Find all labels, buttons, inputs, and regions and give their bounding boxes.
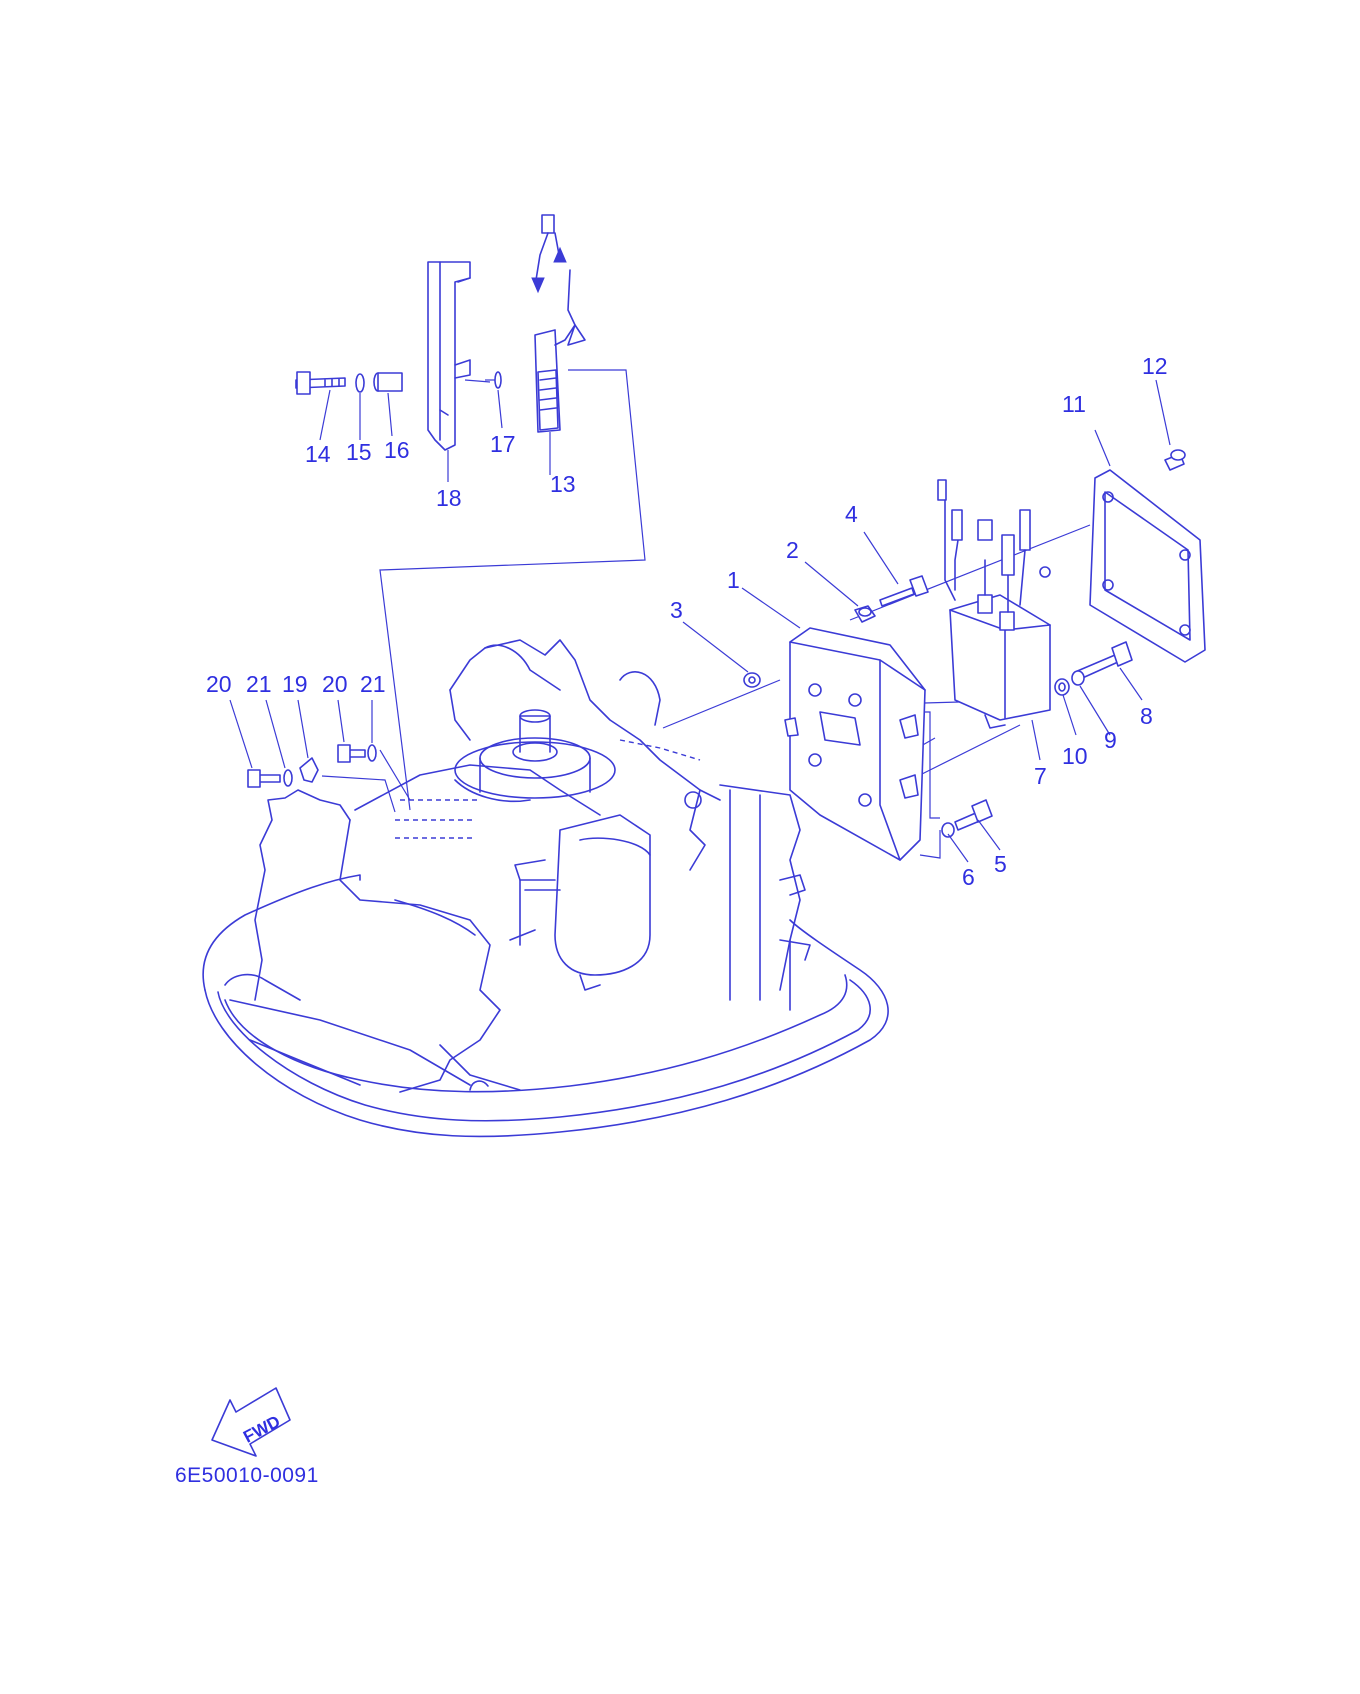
part-washer-21b	[367, 744, 377, 762]
part-clip-19	[299, 757, 319, 783]
part-collar-16	[373, 372, 403, 392]
part-module-7	[937, 479, 1051, 729]
label-part-19: 19	[282, 671, 308, 697]
part-washer-10	[1054, 678, 1070, 696]
label-part-3: 3	[670, 597, 683, 623]
label-part-4: 4	[845, 501, 858, 527]
drawing-code: 6E50010-0091	[175, 1464, 319, 1487]
callout-leaders	[229, 379, 1171, 863]
part-cover-11	[1089, 469, 1206, 663]
forward-label: FWD	[240, 1412, 283, 1447]
label-part-15: 15	[346, 439, 372, 465]
part-screw-12	[1164, 449, 1186, 471]
label-part-13: 13	[550, 471, 576, 497]
label-part-20-left: 20	[206, 671, 232, 697]
label-part-16: 16	[384, 437, 410, 463]
label-part-6: 6	[962, 864, 975, 890]
part-washer-17	[494, 371, 502, 389]
part-bracket-18	[427, 261, 471, 451]
part-washer-21a	[283, 769, 293, 787]
part-bolt-20a	[247, 769, 281, 788]
part-bolt-14	[295, 371, 346, 395]
label-part-17: 17	[490, 431, 516, 457]
label-part-18: 18	[436, 485, 462, 511]
label-part-7: 7	[1034, 763, 1047, 789]
label-part-9: 9	[1104, 727, 1117, 753]
label-part-12: 12	[1142, 353, 1168, 379]
label-part-5: 5	[994, 851, 1007, 877]
label-part-8: 8	[1140, 703, 1153, 729]
label-part-1: 1	[727, 567, 740, 593]
part-washer-6	[941, 822, 955, 838]
label-part-2: 2	[786, 537, 799, 563]
part-bracket-1	[784, 627, 926, 861]
forward-arrow-icon: FWD	[211, 1387, 291, 1457]
part-bolt-4	[879, 575, 929, 607]
part-nut-2	[854, 605, 876, 623]
label-part-10: 10	[1062, 743, 1088, 769]
label-part-21-left: 21	[246, 671, 272, 697]
label-part-11: 11	[1062, 391, 1086, 417]
part-switch-13	[531, 214, 586, 433]
part-labels: 1 2 3 4 5 6 7 8 9 10 11 12 13 14 15 16 1…	[206, 353, 1168, 890]
label-part-14: 14	[305, 441, 331, 467]
engine-assembly	[202, 639, 889, 1138]
part-bolt-20b	[337, 744, 366, 763]
part-washer-3	[743, 672, 761, 688]
label-part-20-right: 20	[322, 671, 348, 697]
part-washer-15	[355, 373, 365, 393]
leader-lines	[321, 369, 1091, 859]
part-washer-9	[1071, 670, 1085, 686]
label-part-21-right: 21	[360, 671, 386, 697]
part-bolt-5	[954, 799, 993, 831]
